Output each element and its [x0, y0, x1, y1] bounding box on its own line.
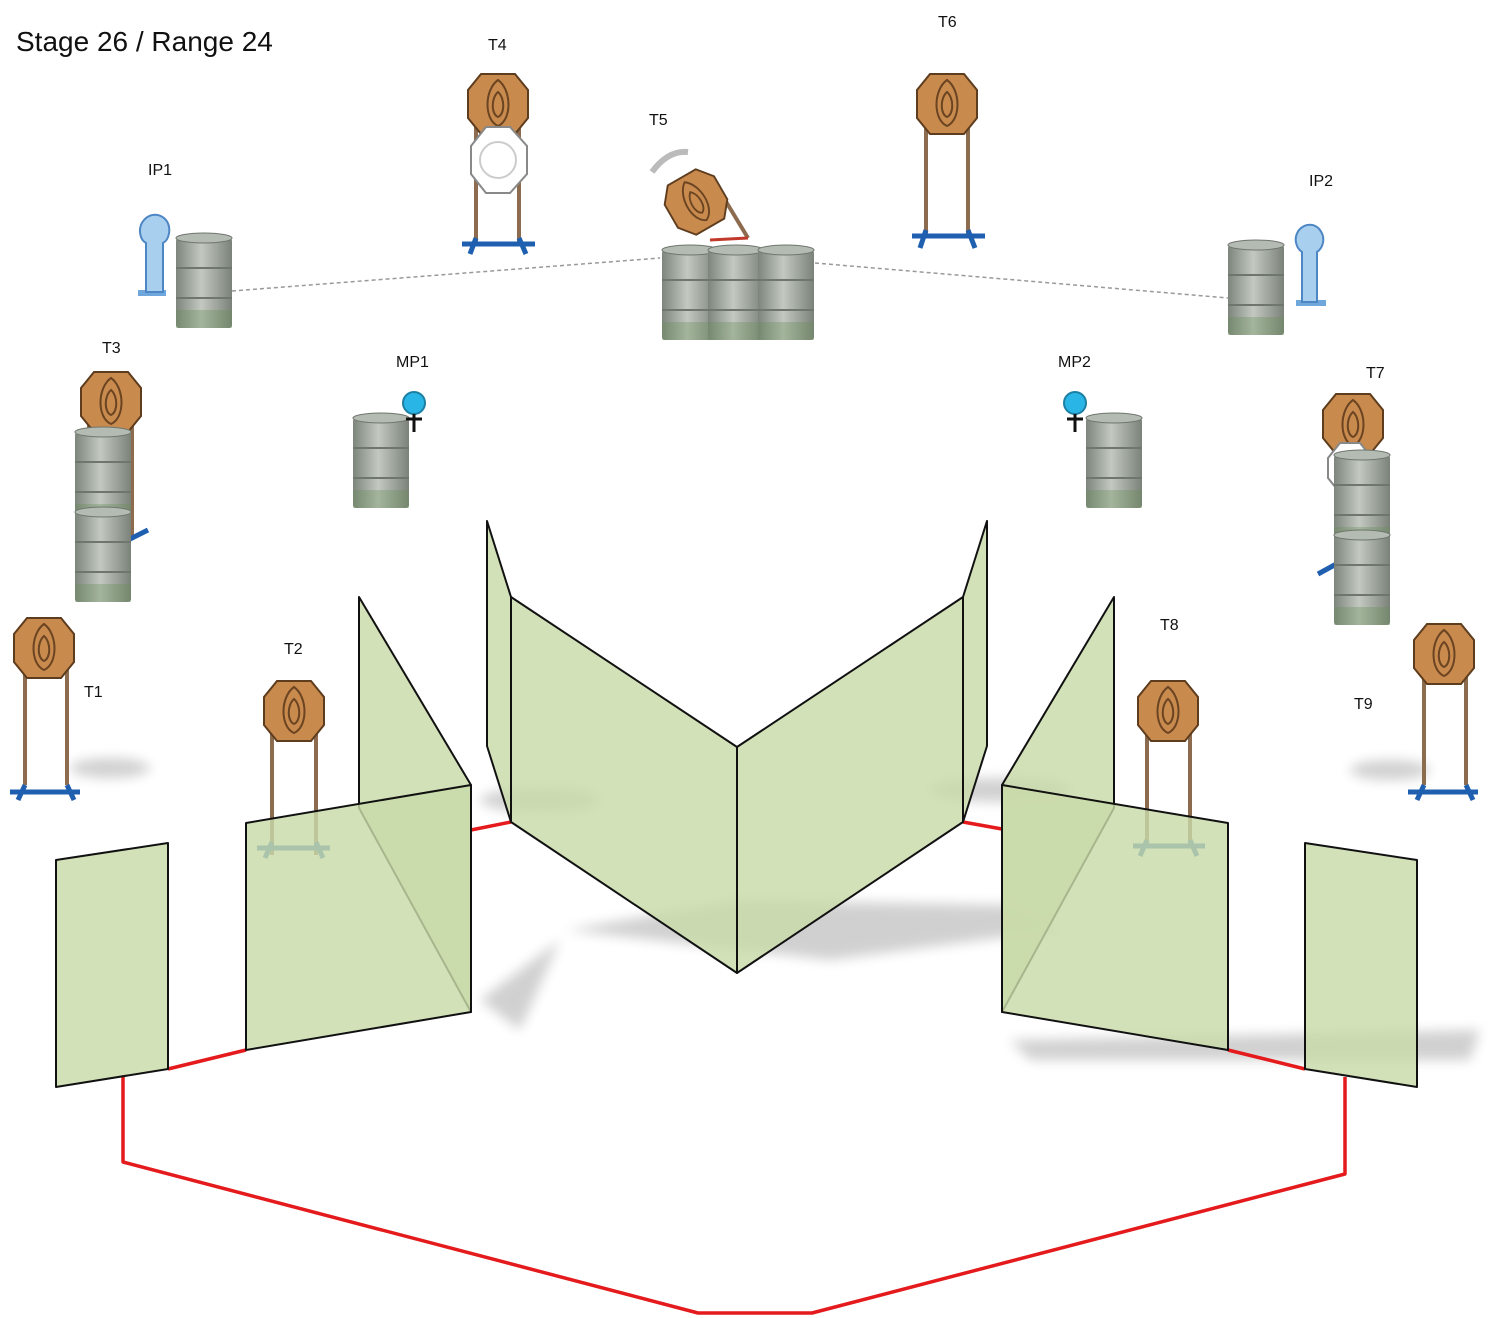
- label-t4: T4: [488, 37, 507, 54]
- label-t9: T9: [1354, 696, 1373, 713]
- target-t5-swinger: [649, 148, 750, 242]
- sight-lines: [231, 257, 1229, 299]
- wall-left-outer: [55, 842, 169, 1088]
- label-t3: T3: [102, 340, 121, 357]
- label-t8: T8: [1160, 617, 1179, 634]
- fault-lines: [121, 820, 1347, 1315]
- popper-ip1: [138, 213, 233, 329]
- target-t9: [1408, 623, 1478, 802]
- swing-arrow-icon: [649, 148, 689, 174]
- target-t6: [912, 73, 985, 249]
- label-t6: T6: [938, 14, 957, 31]
- label-ip1: IP1: [148, 162, 172, 179]
- wall-left-front: [245, 784, 472, 1051]
- wall-right-front: [1001, 784, 1229, 1051]
- label-mp1: MP1: [396, 354, 429, 371]
- wall-center-left-wing: [486, 520, 512, 823]
- label-ip2: IP2: [1309, 173, 1333, 190]
- label-mp2: MP2: [1058, 354, 1091, 371]
- target-t4: [462, 73, 535, 256]
- wall-center-left: [510, 596, 738, 974]
- wall-right-outer: [1304, 842, 1418, 1088]
- label-t5: T5: [649, 112, 668, 129]
- barrel-stack-center: [661, 244, 815, 341]
- target-t1: [10, 617, 80, 802]
- label-t7: T7: [1366, 365, 1385, 382]
- no-shoot-target: [470, 126, 528, 194]
- popper-ip2: [1227, 223, 1326, 336]
- element-labels: T1 T2 T3 T4 T5 T6 T7 T8 T9 IP1 IP2 MP1 M…: [84, 14, 1385, 713]
- target-t3: [74, 371, 150, 603]
- shooting-box-fault-line: [121, 1075, 1347, 1315]
- stage-title: Stage 26 / Range 24: [16, 26, 273, 57]
- label-t1: T1: [84, 684, 103, 701]
- wall-center-right-wing: [962, 520, 988, 823]
- label-t2: T2: [284, 641, 303, 658]
- mini-popper-mp2: [1063, 391, 1143, 509]
- walls: [55, 520, 1418, 1088]
- mini-popper-mp1: [352, 391, 426, 509]
- target-t7: [1316, 393, 1391, 626]
